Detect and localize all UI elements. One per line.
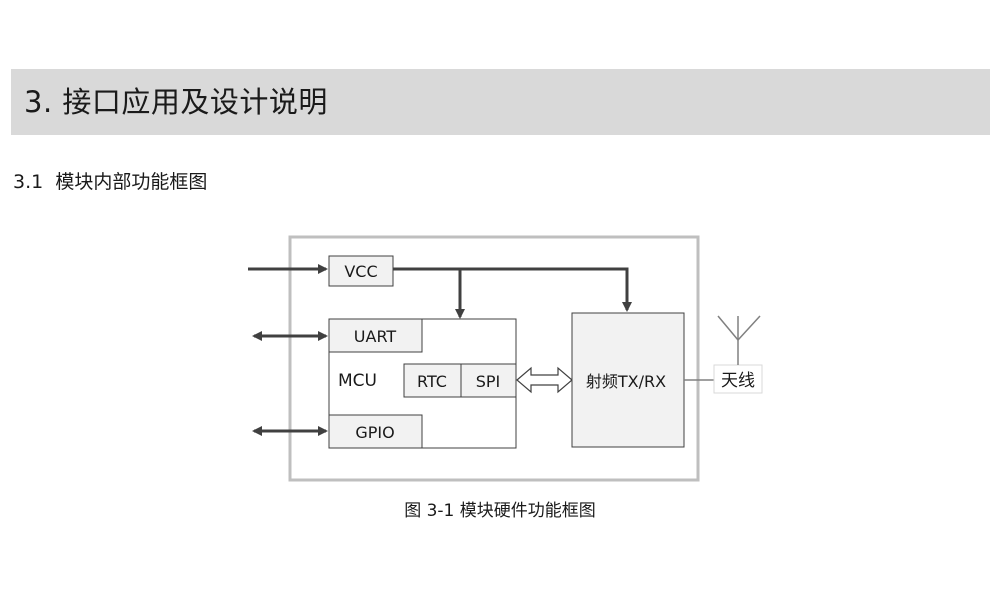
vcc-label: VCC <box>344 262 377 281</box>
subsection-heading: 3.1 模块内部功能框图 <box>13 168 207 196</box>
subsection-number: 3.1 <box>13 171 44 193</box>
gpio-label: GPIO <box>355 423 394 442</box>
subsection-title-text: 模块内部功能框图 <box>55 171 208 193</box>
section-heading: 3. 接口应用及设计说明 <box>24 80 328 124</box>
spi-block: SPI <box>460 363 517 398</box>
vcc-to-rf-arrow <box>393 267 632 312</box>
section-heading-banner <box>11 69 990 135</box>
section-number: 3. <box>24 85 53 119</box>
rtc-block: RTC <box>403 363 462 398</box>
antenna-icon <box>717 315 761 365</box>
vcc-block: VCC <box>328 255 394 287</box>
uart-label: UART <box>354 327 397 346</box>
antenna-label: 天线 <box>721 371 755 391</box>
spi-label: SPI <box>476 372 501 391</box>
gpio-block: GPIO <box>328 414 423 449</box>
rf-block: 射频TX/RX <box>571 312 685 448</box>
uart-block: UART <box>328 318 423 353</box>
rtc-label: RTC <box>417 372 447 391</box>
rf-label: 射频TX/RX <box>586 372 666 391</box>
mcu-label: MCU <box>338 371 377 391</box>
section-title-text: 接口应用及设计说明 <box>62 85 328 119</box>
figure-caption: 图 3-1 模块硬件功能框图 <box>404 501 596 521</box>
antenna-block: 天线 <box>713 364 763 394</box>
